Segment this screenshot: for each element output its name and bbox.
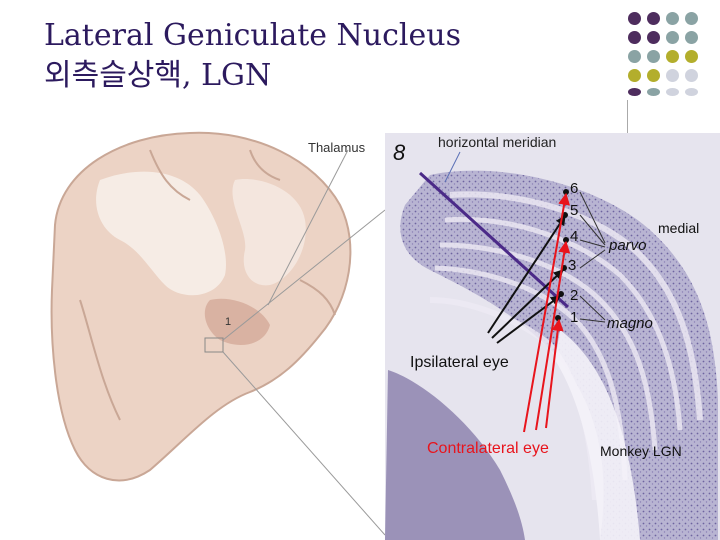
callout-line [222,351,386,536]
white-matter [96,171,226,296]
interlaminar-band [449,191,703,421]
dot [685,88,698,96]
dot [685,50,698,63]
hilum [555,330,640,540]
contralateral-fiber [523,192,571,433]
dot [685,69,698,82]
ipsilateral-fiber [487,215,566,334]
white-matter [232,179,306,286]
meridian-line [418,171,570,309]
dot [628,88,641,96]
ipsilateral-label: Ipsilateral eye [410,354,509,371]
dot [666,69,679,82]
dot [685,12,698,25]
lgn-figure [50,131,720,540]
dot [685,31,698,44]
magno-leader [579,295,606,321]
sulcus [149,149,191,201]
parvo-leader [579,239,606,248]
parvo-leader [579,214,606,246]
thalamus-pointer [267,149,349,306]
contralateral-label: Contralateral eye [427,440,549,457]
parvo-leader [579,249,606,269]
decorative-dot-grid [623,6,715,98]
contralateral-fiber [545,318,564,429]
species-label: Monkey LGN [600,443,682,459]
dot [647,50,660,63]
callout-line [222,209,386,341]
dot [666,31,679,44]
slide-title: Lateral Geniculate Nucleus [44,18,461,53]
magno-leader [579,318,606,323]
divider-line [627,100,628,140]
thalamus-region [204,298,270,345]
dot [628,69,641,82]
medial-label: medial [658,220,700,236]
lgn-lower-layers [385,370,525,540]
dot [647,12,660,25]
layer-label-4: 4 [570,228,579,245]
lgn-micrograph [385,133,720,540]
dot [628,31,641,44]
dot [647,31,660,44]
panel-number: 8 [393,140,406,165]
layer-label-5: 5 [570,202,579,219]
magno-label: magno [607,315,653,332]
meridian-pointer [444,151,461,183]
dot [666,88,679,96]
dot [666,12,679,25]
sulcus [299,279,336,316]
brain-outline [50,131,352,482]
dot [647,88,660,96]
callout-box [204,337,224,353]
layer-label-2: 2 [570,287,579,304]
slide-subtitle: 외측슬상핵, LGN [44,58,272,93]
interlaminar-band [444,216,683,431]
brain-section [50,131,352,482]
sulcus [79,299,121,421]
dot [628,12,641,25]
dot [628,50,641,63]
interlaminar-band [439,242,658,451]
sulcus [249,149,281,181]
layer-label-1: 1 [570,309,579,326]
meridian-label: horizontal meridian [438,134,557,150]
dot [666,50,679,63]
parvo-label: parvo [609,237,647,254]
dot [647,69,660,82]
ipsilateral-fiber [496,295,561,344]
layer-label-6: 6 [570,180,579,197]
layer-label-3: 3 [568,257,577,274]
parvo-leader [579,191,606,244]
thalamus-label: Thalamus [308,140,366,155]
brain-marker-label: 1 [225,316,232,328]
interlaminar-band [434,265,628,481]
contralateral-fiber [535,240,571,431]
